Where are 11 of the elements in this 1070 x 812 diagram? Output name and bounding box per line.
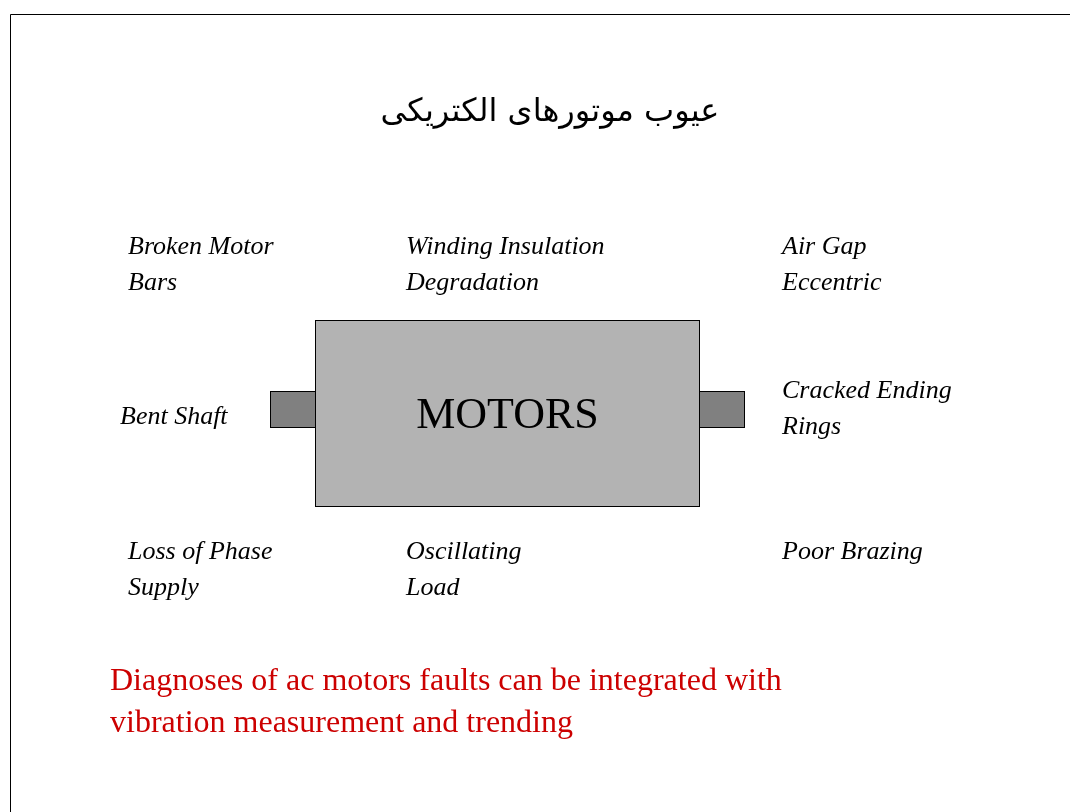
fault-label: Air Gap Eccentric [782, 230, 883, 298]
fault-label: Loss of Phase Supply [128, 535, 274, 603]
note-text: Diagnoses of ac motors faults can be integrated with vibration measurement and trending [110, 660, 783, 741]
motor-box: MOTORS [315, 320, 700, 507]
fault-label: Bent Shaft [120, 400, 229, 432]
fault-label: Cracked Ending Rings [782, 374, 953, 442]
fault-label: Winding Insulation Degradation [406, 230, 606, 298]
fault-label: Poor Brazing [782, 535, 924, 567]
title: عیوب موتورهای الکتریکی [379, 90, 721, 131]
fault-label: Broken Motor Bars [128, 230, 275, 298]
fault-label: Oscillating Load [406, 535, 523, 603]
